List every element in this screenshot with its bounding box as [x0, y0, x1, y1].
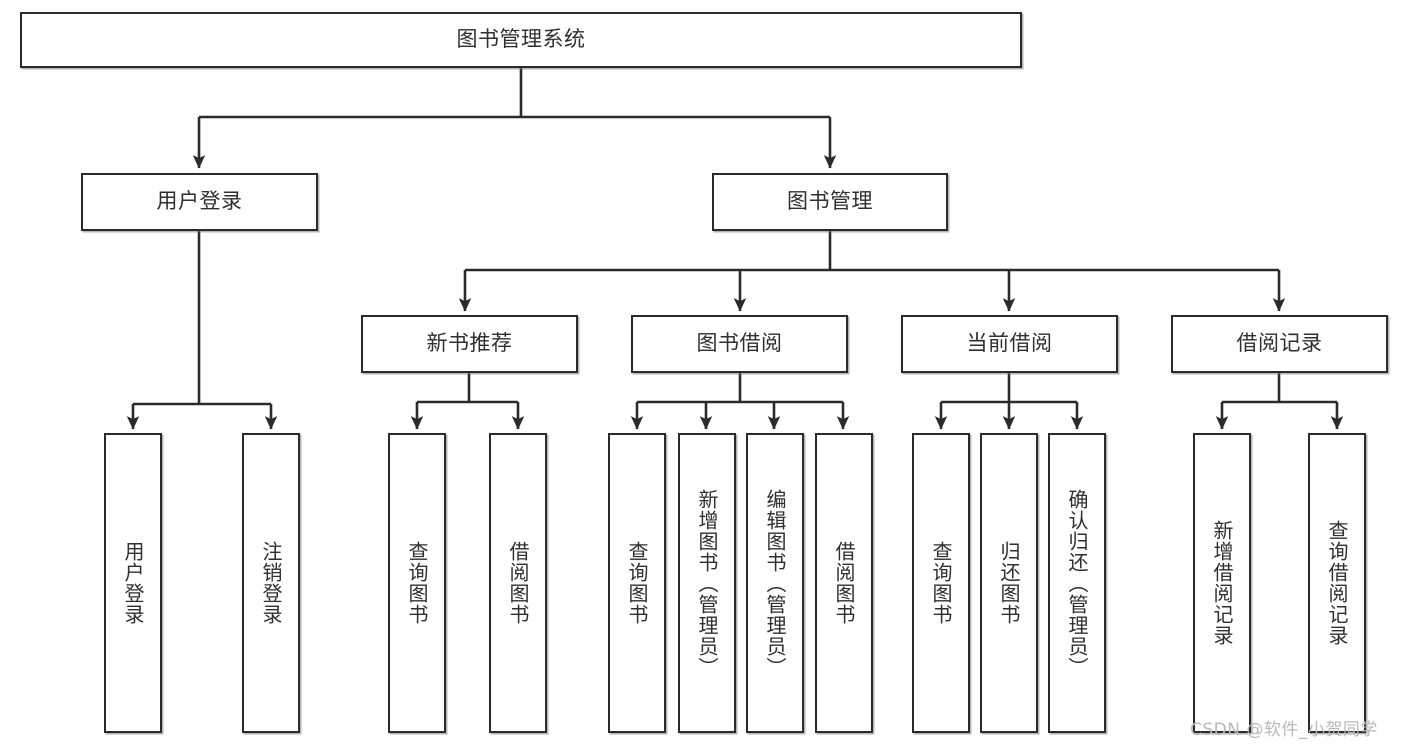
node-borrow-record[interactable]: 借阅记录 — [1171, 315, 1388, 373]
node-label: 查询图书 — [405, 541, 429, 625]
node-label: 归还图书 — [997, 541, 1021, 625]
node-label: 当前借阅 — [966, 331, 1053, 356]
node-label: 确认归还（管理员） — [1065, 488, 1089, 678]
node-current-borrow[interactable]: 当前借阅 — [901, 315, 1118, 373]
node-label: 借阅图书 — [506, 541, 530, 625]
node-leaf-query-borrow-record[interactable]: 查询借阅记录 — [1308, 433, 1366, 733]
node-leaf-query-book-recommend[interactable]: 查询图书 — [388, 433, 446, 733]
node-label: 编辑图书（管理员） — [763, 488, 787, 678]
node-leaf-query-book-current[interactable]: 查询图书 — [912, 433, 970, 733]
node-label: 新增借阅记录 — [1210, 520, 1234, 646]
node-leaf-user-login[interactable]: 用户登录 — [104, 433, 162, 733]
node-leaf-borrow-book-recommend[interactable]: 借阅图书 — [489, 433, 547, 733]
node-book-borrow[interactable]: 图书借阅 — [631, 315, 848, 373]
node-label: 用户登录 — [156, 189, 243, 214]
node-root-book-management-system[interactable]: 图书管理系统 — [20, 12, 1022, 68]
node-label: 借阅图书 — [832, 541, 856, 625]
node-leaf-query-book-borrow[interactable]: 查询图书 — [608, 433, 666, 733]
node-label: 新书推荐 — [426, 331, 513, 356]
node-label: 图书管理 — [787, 189, 873, 214]
node-leaf-add-borrow-record[interactable]: 新增借阅记录 — [1193, 433, 1251, 733]
node-label: 用户登录 — [121, 541, 145, 625]
node-label: 查询借阅记录 — [1325, 520, 1349, 646]
node-label: 新增图书（管理员） — [695, 488, 719, 678]
node-leaf-add-book-admin[interactable]: 新增图书（管理员） — [678, 433, 736, 733]
node-label: 注销登录 — [259, 541, 283, 625]
node-leaf-logout[interactable]: 注销登录 — [242, 433, 300, 733]
node-leaf-borrow-book[interactable]: 借阅图书 — [815, 433, 873, 733]
node-new-book-recommend[interactable]: 新书推荐 — [361, 315, 578, 373]
node-label: 查询图书 — [625, 541, 649, 625]
csdn-watermark: CSDN @软件_小贺同学 — [1190, 720, 1378, 740]
node-label: 图书管理系统 — [456, 27, 586, 52]
node-leaf-confirm-return-admin[interactable]: 确认归还（管理员） — [1048, 433, 1106, 733]
node-label: 图书借阅 — [696, 331, 783, 356]
node-label: 借阅记录 — [1236, 331, 1323, 356]
node-leaf-return-book[interactable]: 归还图书 — [980, 433, 1038, 733]
node-leaf-edit-book-admin[interactable]: 编辑图书（管理员） — [746, 433, 804, 733]
node-user-login[interactable]: 用户登录 — [81, 173, 318, 231]
node-book-management[interactable]: 图书管理 — [712, 173, 948, 231]
node-label: 查询图书 — [929, 541, 953, 625]
